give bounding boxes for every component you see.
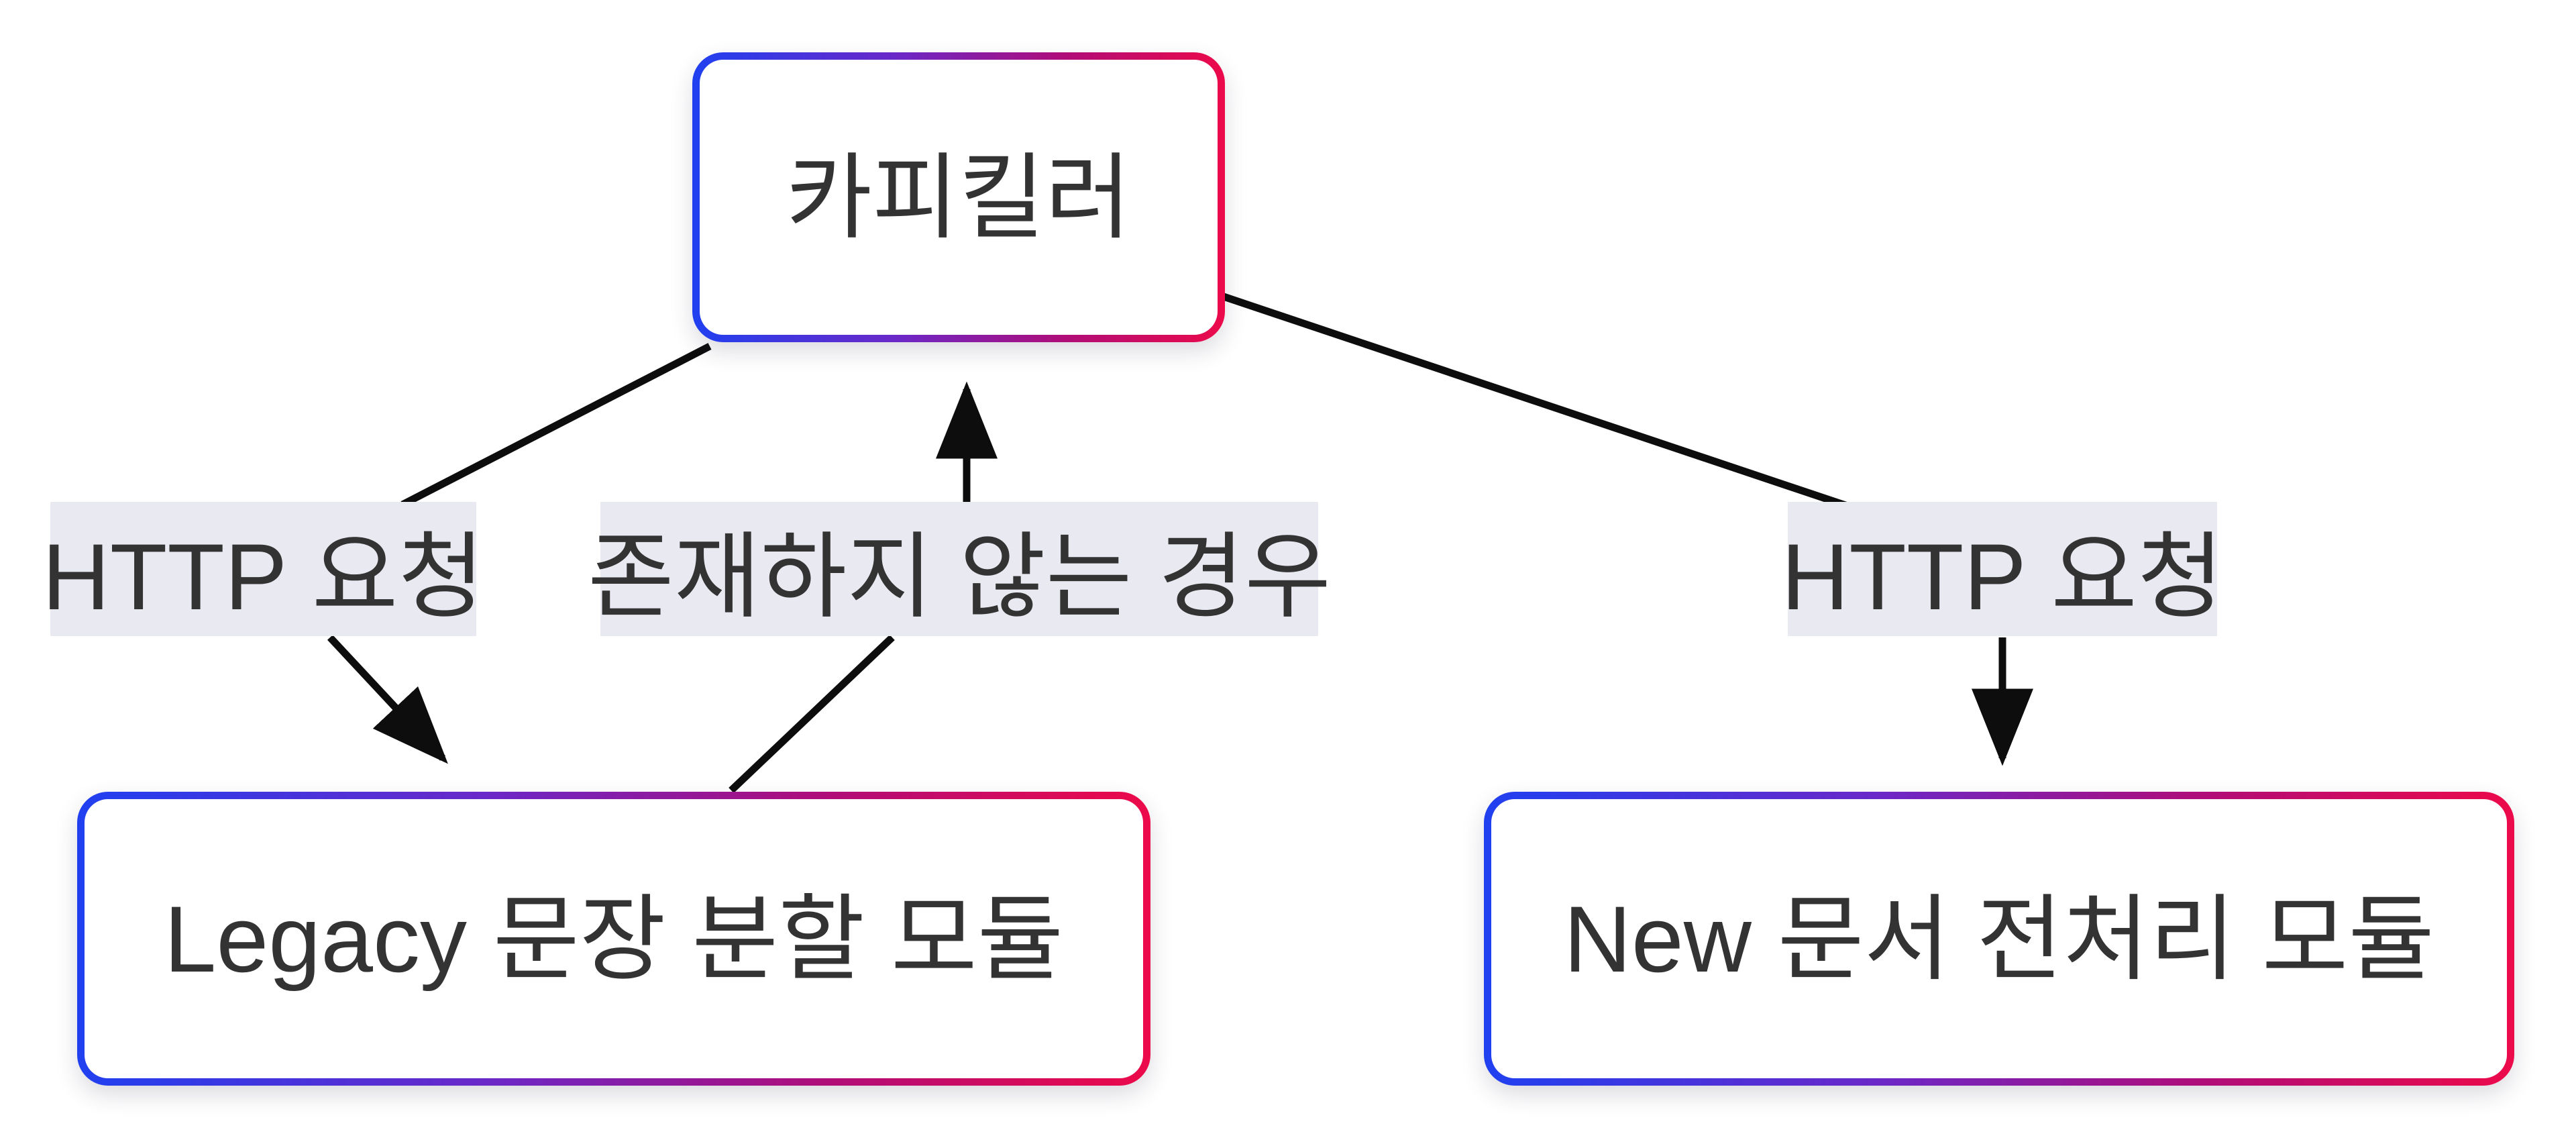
node-legacy-module-body: Legacy 문장 분할 모듈	[85, 799, 1143, 1078]
edge-copykiller-legacy-upper	[400, 343, 712, 508]
edge-legacy-copykiller-lower	[729, 635, 895, 793]
edge-label-http-request-right: HTTP 요청	[1781, 502, 2224, 636]
node-copykiller-body: 카피킬러	[700, 60, 1218, 335]
node-legacy-module: Legacy 문장 분할 모듈	[77, 792, 1150, 1086]
node-copykiller-label: 카피킬러	[786, 144, 1132, 250]
edge-label-http-request-left: HTTP 요청	[42, 502, 484, 636]
node-new-module-body: New 문서 전처리 모듈	[1491, 799, 2507, 1078]
node-legacy-module-label: Legacy 문장 분할 모듈	[164, 886, 1064, 992]
edge-copykiller-new-upper	[1218, 291, 1853, 511]
node-copykiller: 카피킬러	[692, 52, 1225, 342]
node-new-module: New 문서 전처리 모듈	[1484, 792, 2514, 1086]
node-new-module-label: New 문서 전처리 모듈	[1563, 886, 2435, 992]
edge-label-not-exist-case: 존재하지 않는 경우	[588, 502, 1331, 636]
edge-copykiller-legacy-arrow	[327, 635, 448, 764]
